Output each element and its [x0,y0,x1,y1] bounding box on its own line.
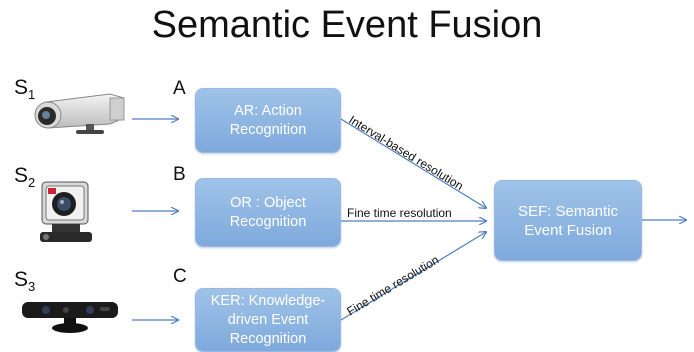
camera-icon [34,93,125,134]
module-box-sef: SEF: Semantic Event Fusion [494,180,642,261]
sensor-label-s3: S3 [14,268,36,295]
action-camera-icon [40,181,92,242]
arrow-ar-to-sef [340,118,486,208]
module-ker-label: KER: Knowledge-driven Event Recognition [210,292,326,347]
module-box-or: OR : Object Recognition [195,178,341,247]
diagram-title: Semantic Event Fusion [151,4,543,46]
edge-label-ar-sef: Interval-based resolution [346,113,465,194]
module-box-ar: AR: Action Recognition [195,88,341,153]
edge-label-ker-sef: Fine time resolution [344,253,441,319]
depth-sensor-icon [22,302,118,333]
module-or-label: OR : Object Recognition [229,194,307,230]
module-letter-b: B [173,164,186,185]
sensor-label-s2: S2 [14,164,36,191]
edge-label-or-sef: Fine time resolution [347,206,452,220]
module-letter-c: C [173,266,187,287]
module-letter-a: A [173,78,186,99]
module-ar-label: AR: Action Recognition [229,102,307,138]
sensor-label-s1: S1 [14,76,36,103]
module-sef-label: SEF: Semantic Event Fusion [517,202,619,239]
arrow-ker-to-sef [340,232,486,321]
